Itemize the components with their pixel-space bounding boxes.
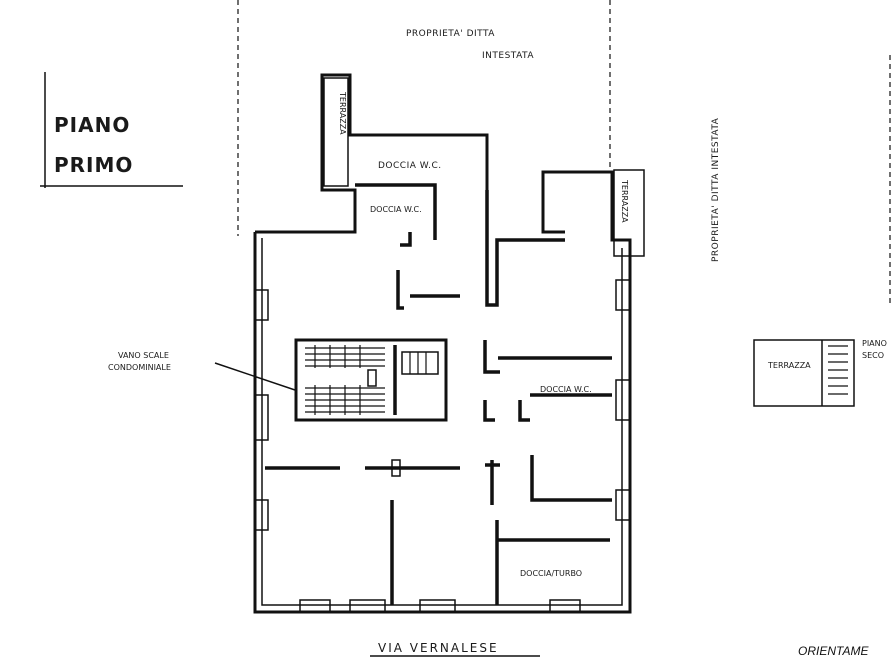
title-block: PIANO PRIMO xyxy=(40,72,183,188)
bath-label-4: DOCCIA/TURBO xyxy=(520,569,582,578)
neighbor-top-label-1: PROPRIETA' DITTA xyxy=(406,29,495,39)
bath-label-1: DOCCIA W.C. xyxy=(378,161,442,171)
bath-label-3: DOCCIA W.C. xyxy=(540,385,592,394)
terrace-top xyxy=(323,77,349,187)
building-outline xyxy=(253,73,632,614)
second-floor-keyplan: TERRAZZA PIANO SECO xyxy=(753,339,887,407)
terrace-top-label: TERRAZZA xyxy=(338,91,347,135)
stairwell-label-1: VANO SCALE xyxy=(118,351,169,360)
terrace-second-floor-label: TERRAZZA xyxy=(767,361,811,370)
orientation-label: ORIENTAME xyxy=(798,644,869,658)
title-line-2: PRIMO xyxy=(54,153,133,177)
street-label: VIA VERNALESE xyxy=(378,641,499,655)
neighbor-top-label-2: INTESTATA xyxy=(482,51,534,61)
title-line-1: PIANO xyxy=(54,113,130,137)
stairwell-leader xyxy=(214,362,296,391)
bath-label-2: DOCCIA W.C. xyxy=(370,205,422,214)
stairs xyxy=(305,345,439,415)
neighbor-property-top: PROPRIETA' DITTA INTESTATA xyxy=(237,0,611,236)
terrace-right xyxy=(613,169,645,257)
terrace-right-label: TERRAZZA xyxy=(620,179,629,223)
interior-walls xyxy=(265,183,612,605)
stairwell-label-2: CONDOMINIALE xyxy=(108,363,171,372)
neighbor-right-label: PROPRIETA' DITTA INTESTATA xyxy=(711,117,721,262)
second-floor-label-1: PIANO xyxy=(862,339,887,348)
second-floor-label-2: SECO xyxy=(862,351,884,360)
